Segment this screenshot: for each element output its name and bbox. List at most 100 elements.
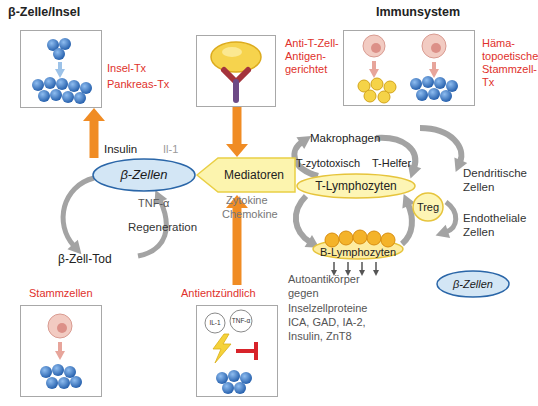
flow-arrow (233, 107, 242, 144)
transform-arrow (58, 342, 62, 352)
node-text: Anti-T-Zell-Antigen-gerichtet (285, 37, 351, 76)
beta-cell (216, 372, 228, 384)
beta-cell (410, 78, 422, 90)
beta-cell (70, 376, 82, 388)
beta-cell (40, 366, 52, 378)
stem-cell (422, 34, 446, 58)
node-shape (297, 174, 415, 198)
transform-arrow (372, 61, 376, 70)
node-text: Mediatoren (196, 157, 296, 193)
therapy-box: Insel-TxPankreas-Tx (20, 30, 102, 108)
beta-cell (32, 79, 44, 91)
beta-cell (47, 39, 59, 51)
beta-cell (228, 370, 240, 382)
connector-group (94, 107, 237, 285)
node-text: Häma-topoetische Stammzell-Tx (482, 37, 538, 89)
transform-arrow (432, 62, 436, 70)
cell-ellipse: β-Zellen (92, 158, 196, 192)
beta-cell (68, 80, 80, 92)
inhibition-bar (254, 342, 258, 360)
flow-arrow (90, 121, 99, 158)
cell-label: T-zytotoxisch (296, 157, 360, 170)
beta-cell (440, 90, 452, 102)
mediator-label: Zytokine (226, 194, 268, 207)
beta-cell (59, 38, 71, 50)
antibody-stem (233, 82, 239, 100)
cell-circle: Treg (412, 192, 444, 222)
node-text: Stammzellen (29, 287, 129, 300)
node-text: Pankreas-Tx (107, 78, 187, 91)
cycle-arrow (63, 178, 94, 246)
beta-cell (46, 377, 58, 389)
therapy-box: Anti-T-Zell-Antigen-gerichtet (196, 35, 276, 107)
cytokine-label: Il-1 (163, 143, 178, 156)
cycle-arrow (446, 202, 456, 232)
b-cell-granule (367, 231, 381, 245)
cytokine-label: TNF-α (138, 197, 169, 210)
lymphocyte (364, 90, 376, 102)
lightning-symbol (213, 334, 231, 363)
node-shape (93, 159, 195, 191)
cell-ellipse: T-Lymphozyten (296, 173, 416, 199)
edge-label: Insulin (104, 143, 137, 157)
node-shape (413, 193, 443, 221)
node-text: Insel-Tx (107, 62, 187, 75)
antibody-arm (224, 70, 248, 82)
section-heading: Immunsystem (376, 5, 460, 20)
stem-cell (48, 314, 72, 338)
antibody-note: Autoantikörper gegen Inselzellproteine I… (288, 272, 372, 343)
node-text: Treg (412, 192, 444, 222)
process-label: β-Zell-Tod (58, 252, 112, 266)
cycle-arrow (402, 204, 412, 244)
icon-label: IL-1 (205, 319, 225, 327)
cytokine-icon (230, 310, 252, 332)
beta-cell (240, 372, 252, 384)
beta-cell (222, 382, 234, 394)
section-heading: β-Zelle/Insel (8, 5, 80, 20)
stem-cell (363, 35, 385, 57)
secretion-arrow (333, 262, 335, 270)
beta-cell (64, 366, 76, 378)
cell-label: Endotheliale Zellen (463, 212, 535, 240)
beta-cell (446, 80, 458, 92)
cell-ellipse: β-Zellen (436, 270, 510, 298)
secretion-arrow (347, 262, 349, 270)
b-cell-granule (325, 233, 339, 247)
node-shape (197, 158, 295, 192)
node-text: Antientzündlich (181, 287, 291, 300)
cell-nucleus (371, 43, 381, 53)
beta-cell (74, 92, 86, 104)
therapy-box: Häma-topoetische Stammzell-Tx (343, 30, 475, 106)
cycle-arrow (296, 196, 310, 242)
icon-label: TNF-α (230, 317, 252, 325)
cell-label: T-Helfer (372, 157, 411, 170)
node-text: β-Zellen (92, 158, 196, 192)
inhibition-line (236, 349, 254, 353)
beta-cell (52, 364, 64, 376)
lymphocyte (358, 80, 370, 92)
lymphocyte (384, 81, 396, 93)
beta-cell (50, 89, 62, 101)
cell-nucleus (431, 43, 441, 53)
beta-cell (234, 382, 246, 394)
process-label: Regeneration (128, 221, 197, 235)
secretion-arrow (361, 262, 363, 270)
beta-cell (53, 48, 65, 60)
b-cell-granule (339, 231, 353, 245)
t-cell (211, 42, 261, 72)
node-text: T-Lymphozyten (296, 173, 416, 199)
cell-label: Makrophagen (310, 132, 380, 146)
beta-cell (44, 77, 56, 89)
mediator-arrow: Mediatoren (196, 157, 296, 193)
node-text: β-Zellen (436, 270, 510, 298)
node-shape (437, 271, 509, 297)
beta-cell (38, 90, 50, 102)
t-cell-highlight (222, 47, 242, 57)
beta-cell (58, 377, 70, 389)
transform-arrow (58, 62, 62, 70)
beta-cell (62, 91, 74, 103)
cell-nucleus (57, 323, 67, 333)
